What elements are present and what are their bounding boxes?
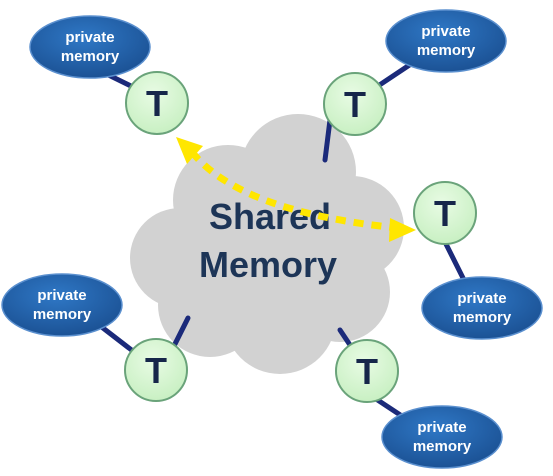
private-memory-top-left: private memory	[29, 15, 151, 79]
private-memory-label-line2: memory	[413, 438, 472, 455]
private-memory-label-line2: memory	[417, 42, 476, 59]
private-memory-bottom-right: private memory	[381, 405, 503, 469]
private-memory-label-line1: private	[65, 29, 114, 46]
thread-node-top-left: T	[125, 71, 189, 135]
arrow-shaft	[189, 149, 399, 232]
private-memory-bottom-left: private memory	[1, 273, 123, 337]
arrowhead-right-icon	[389, 218, 416, 242]
cloud-label-line2: Memory	[199, 244, 337, 285]
communication-arrow	[176, 137, 416, 242]
private-memory-mid-right: private memory	[421, 276, 543, 340]
thread-node-bottom-left: T	[124, 338, 188, 402]
private-memory-label-line2: memory	[33, 306, 92, 323]
private-memory-label-line1: private	[417, 419, 466, 436]
private-memory-top-right: private memory	[385, 9, 507, 73]
arrowhead-left-icon	[176, 137, 203, 164]
thread-label: T	[146, 83, 168, 124]
thread-node-top-right: T	[323, 72, 387, 136]
shared-memory-cloud: Shared Memory	[130, 114, 404, 374]
thread-label: T	[434, 193, 456, 234]
private-memory-label-line2: memory	[453, 309, 512, 326]
thread-node-mid-right: T	[413, 181, 477, 245]
thread-label: T	[356, 351, 378, 392]
thread-label: T	[344, 84, 366, 125]
link-thread-top-right-cloud	[322, 117, 333, 163]
private-memory-label-line1: private	[37, 287, 86, 304]
private-memory-label-line1: private	[457, 290, 506, 307]
private-memory-label-line2: memory	[61, 48, 120, 65]
private-memory-label-line1: private	[421, 23, 470, 40]
thread-label: T	[145, 350, 167, 391]
thread-node-bottom-right: T	[335, 339, 399, 403]
